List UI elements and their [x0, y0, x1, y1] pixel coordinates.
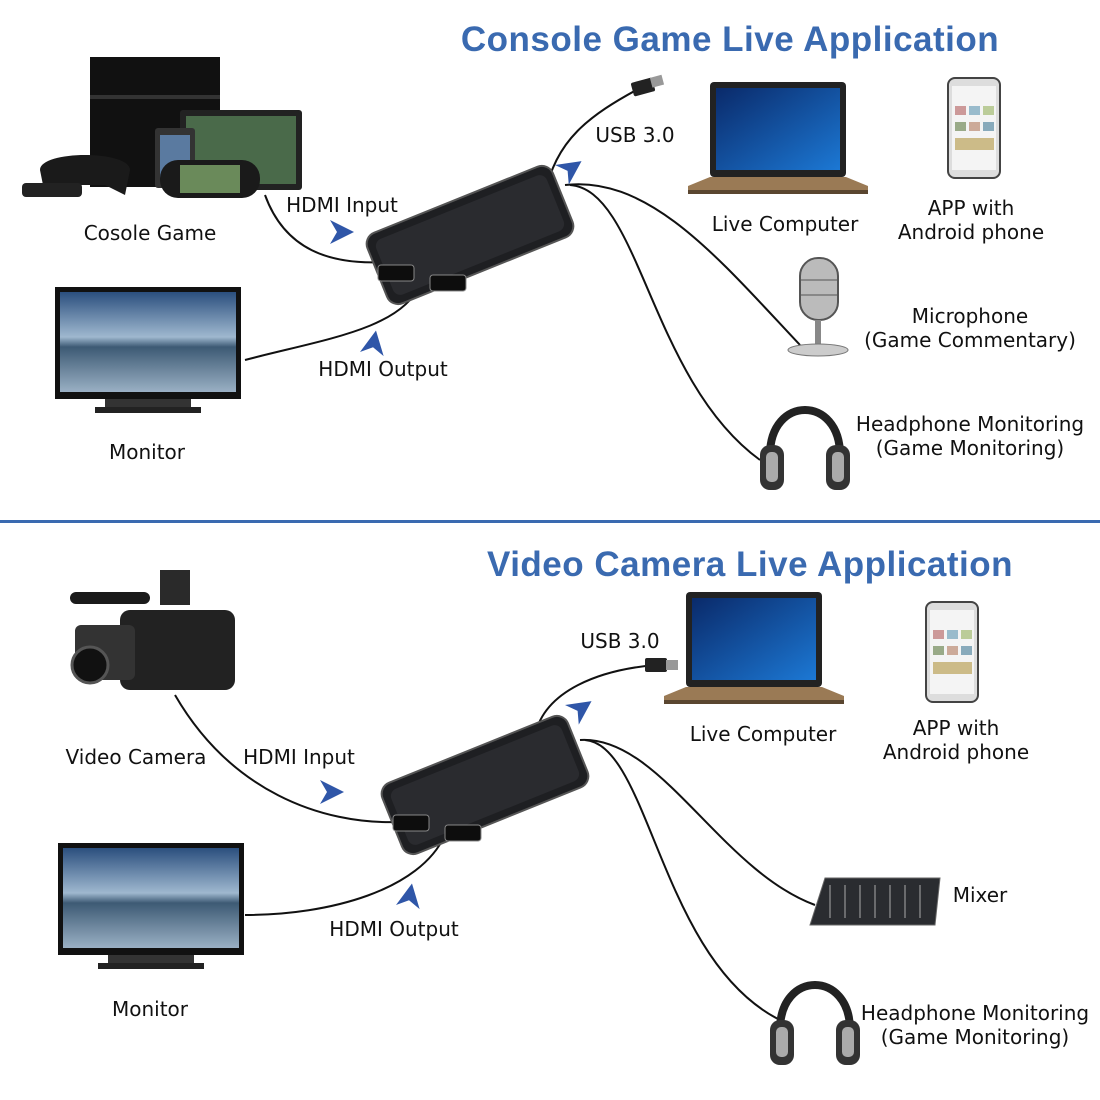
monitor-image	[58, 843, 244, 969]
usb-plug-icon	[645, 658, 678, 672]
capture-card-image	[362, 161, 578, 309]
hdmi-output-label: HDMI Output	[318, 357, 448, 381]
microphone-label: Microphone(Game Commentary)	[864, 304, 1076, 352]
usb-plug-icon	[631, 74, 665, 97]
phone-image	[947, 77, 1001, 179]
monitor-label: Monitor	[111, 997, 189, 1021]
headphone-label-line1: Headphone Monitoring	[860, 1001, 1090, 1025]
mixer-label: Mixer	[952, 883, 1008, 907]
mixer-image	[809, 877, 941, 926]
capture-card-image	[377, 711, 593, 859]
headphone-label-line2: (Game Monitoring)	[875, 436, 1065, 460]
cables-bottom	[174, 664, 816, 1021]
camera-section-title: Video Camera Live Application	[486, 545, 1014, 584]
hdmi-output-arrow-icon	[360, 328, 388, 357]
usb-arrow-icon	[565, 691, 599, 725]
laptop-image	[688, 82, 868, 194]
hdmi-output-label: HDMI Output	[329, 917, 459, 941]
hdmi-input-label: HDMI Input	[286, 193, 398, 217]
monitor-label: Monitor	[108, 440, 186, 464]
phone-label-line2: Android phone	[897, 220, 1045, 244]
live-computer-label: Live Computer	[711, 212, 859, 236]
section-divider	[0, 520, 1100, 523]
video-camera-image	[70, 570, 235, 690]
laptop-image	[664, 592, 844, 704]
hdmi-input-label: HDMI Input	[243, 745, 355, 769]
phone-image	[925, 601, 979, 703]
headphone-label: Headphone Monitoring(Game Monitoring)	[861, 1001, 1089, 1049]
hdmi-input-arrow-icon	[330, 220, 354, 244]
phone-label-line1: APP with	[927, 196, 1015, 220]
microphone-image	[787, 257, 849, 357]
microphone-label-line2: (Game Commentary)	[864, 328, 1076, 352]
headphone-image	[760, 410, 850, 490]
hdmi-input-arrow-icon	[320, 780, 344, 804]
headphone-label-line2: (Game Monitoring)	[880, 1025, 1070, 1049]
video-camera-label: Video Camera	[65, 745, 207, 769]
headphone-label: Headphone Monitoring(Game Monitoring)	[856, 412, 1084, 460]
live-computer-label: Live Computer	[689, 722, 837, 746]
hdmi-output-arrow-icon	[396, 881, 424, 910]
monitor-image	[55, 287, 241, 413]
usb-arrow-icon	[555, 151, 589, 185]
console-game-label: Cosole Game	[83, 221, 217, 245]
headphone-image	[770, 985, 860, 1065]
usb-label: USB 3.0	[580, 629, 660, 653]
console-section-title: Console Game Live Application	[460, 20, 1000, 59]
microphone-label-line1: Microphone	[911, 304, 1029, 328]
headphone-label-line1: Headphone Monitoring	[855, 412, 1085, 436]
phone-label-line2: Android phone	[882, 740, 1030, 764]
phone-label-line1: APP with	[912, 716, 1000, 740]
console-game-image	[22, 57, 302, 198]
usb-label: USB 3.0	[595, 123, 675, 147]
